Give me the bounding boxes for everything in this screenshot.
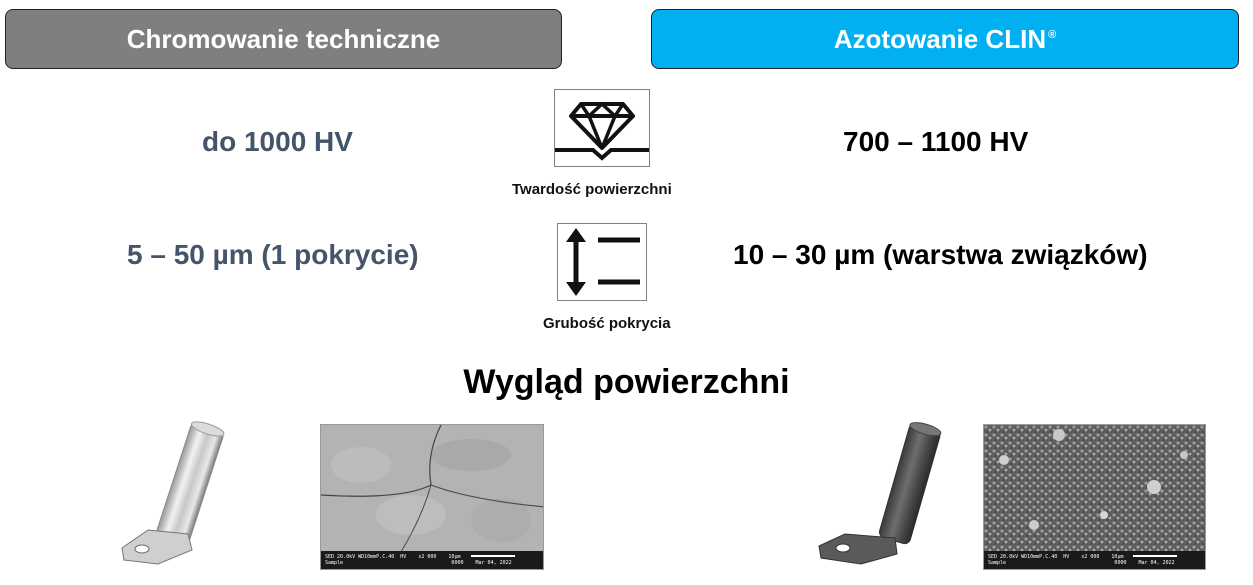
chrome-pin-image [121,421,225,565]
hardness-right-value: 700 – 1100 HV [843,126,1029,157]
header-chromowanie: Chromowanie techniczne [5,9,562,69]
header-azotowanie: Azotowanie CLIN® [651,9,1239,69]
sem-right-caption: SED 20.0kV WD10mmP.C.40 HV x2 000 10µm S… [988,554,1175,566]
sem-image-nitrided: SED 20.0kV WD10mmP.C.40 HV x2 000 10µm S… [983,424,1206,570]
sem-right-scalebar [1133,555,1177,557]
thickness-left-value: 5 – 50 µm (1 pokrycie) [127,239,419,270]
sem-nitrided-texture [984,425,1205,569]
thickness-label: Grubość pokrycia [543,315,671,332]
header-right-label: Azotowanie CLIN [833,23,1047,54]
thickness-icon-box [557,223,647,301]
thickness-right-value: 10 – 30 µm (warstwa związków) [733,239,1148,270]
thickness-arrow-icon [566,228,640,296]
sem-image-chrome: SED 20.0kV WD10mmP.C.40 HV x2 000 10µm S… [320,424,544,570]
sem-chrome-texture [321,425,543,569]
registered-mark: ® [1048,29,1057,41]
section-title-surface: Wygląd powierzchni [463,363,790,401]
header-left-label: Chromowanie techniczne [126,23,441,54]
diamond-hardness-icon [555,101,649,161]
nitrided-pin-image [818,422,942,565]
sem-left-scalebar [471,555,515,557]
hardness-left-value: do 1000 HV [202,126,353,157]
sem-left-caption: SED 20.0kV WD10mmP.C.40 HV x2 000 10µm S… [325,554,512,566]
hardness-label: Twardość powierzchni [512,181,672,198]
hardness-icon-box [554,89,650,167]
